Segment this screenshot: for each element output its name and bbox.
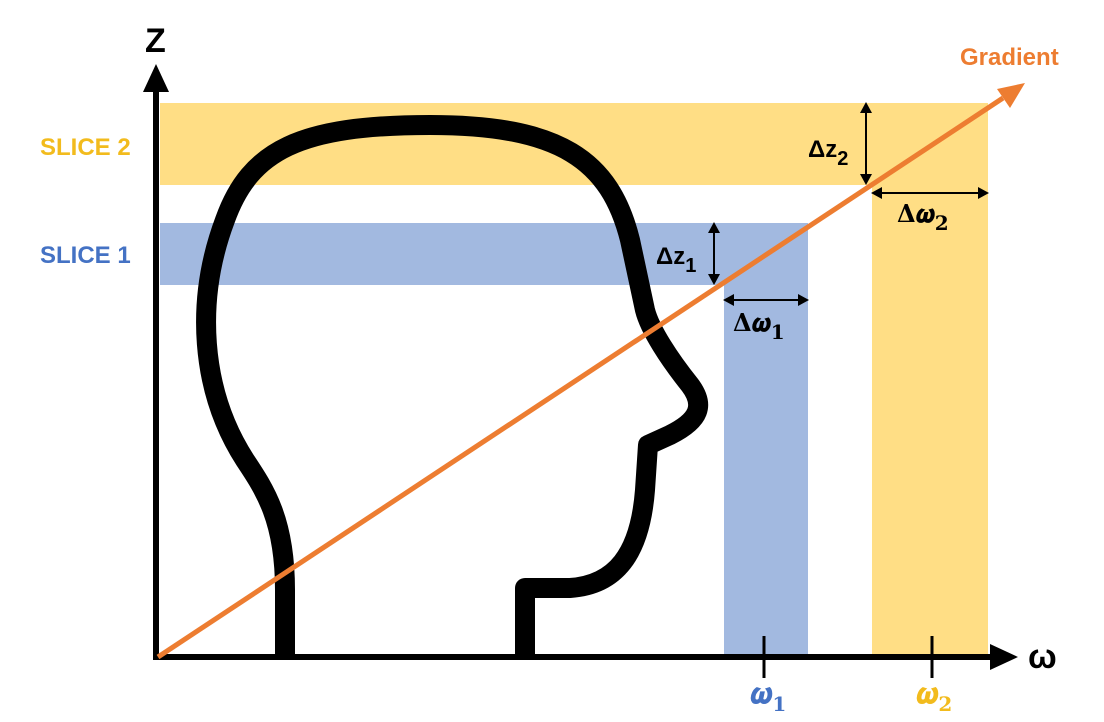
delta-z1-label: Δz1 [656,243,696,277]
z-axis-arrowhead [143,64,169,92]
delta-omega2-label: Δ𝝎2 [897,199,949,235]
omega-axis-label: ω [1028,638,1057,676]
delta-z1-arrowhead-top [708,222,720,233]
slice2-label: SLICE 2 [40,134,131,161]
delta-z1-arrowhead-bottom [708,274,720,285]
delta-omega1-arrowhead-right [798,294,809,306]
z-axis-label: Z [145,22,166,60]
delta-omega1-label: Δ𝝎1 [733,308,785,344]
omega1-label: 𝝎1 [750,677,786,716]
head-profile-icon [196,115,709,657]
delta-z2-arrowhead-top [860,102,872,113]
delta-omega2-arrowhead-left [871,187,882,199]
slice1-horizontal-band [160,223,808,285]
delta-z2-arrowhead-bottom [860,174,872,185]
slice2-vertical-band [872,185,988,657]
delta-z2-label: Δz2 [808,136,848,170]
omega2-label: 𝝎2 [916,677,952,716]
delta-omega1-arrowhead-left [723,294,734,306]
gradient-label: Gradient [960,44,1059,71]
gradient-arrowhead [997,83,1025,108]
slice1-vertical-band [724,285,808,657]
delta-omega2-arrowhead-right [978,187,989,199]
omega-axis-arrowhead [990,644,1018,670]
gradient-line [156,95,1005,660]
slice1-label: SLICE 1 [40,242,131,269]
